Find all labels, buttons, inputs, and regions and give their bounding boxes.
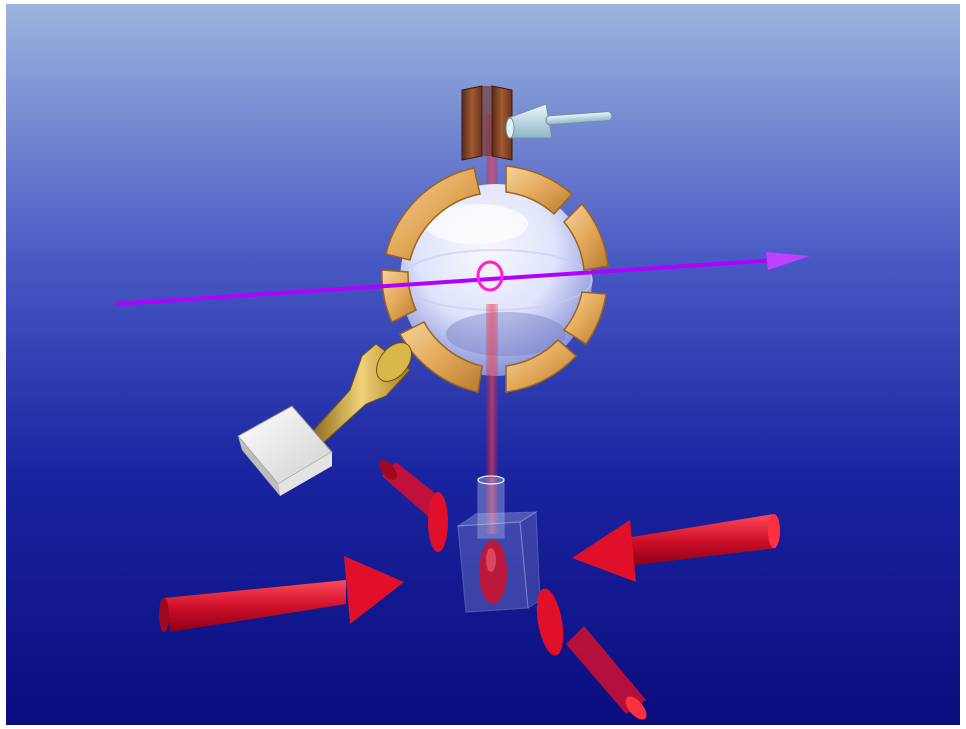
- cooling-arrow-right: [572, 514, 780, 582]
- cooling-arrow-upper: [379, 460, 448, 552]
- small-horn-antenna: [505, 103, 613, 139]
- detector-cube: [237, 405, 333, 496]
- probe-laser-beam: [115, 252, 810, 306]
- cooling-arrow-left: [159, 556, 404, 632]
- scene-canvas: [6, 4, 960, 725]
- cooling-beam-arrows: [159, 460, 780, 720]
- magnetic-coil-ring: [381, 165, 609, 393]
- rf-cavity-plates: [461, 85, 513, 161]
- large-horn-antenna: [311, 342, 412, 445]
- atom-cloud: [479, 540, 507, 604]
- cooling-arrow-lower: [536, 588, 647, 720]
- vapor-cell: [456, 475, 541, 613]
